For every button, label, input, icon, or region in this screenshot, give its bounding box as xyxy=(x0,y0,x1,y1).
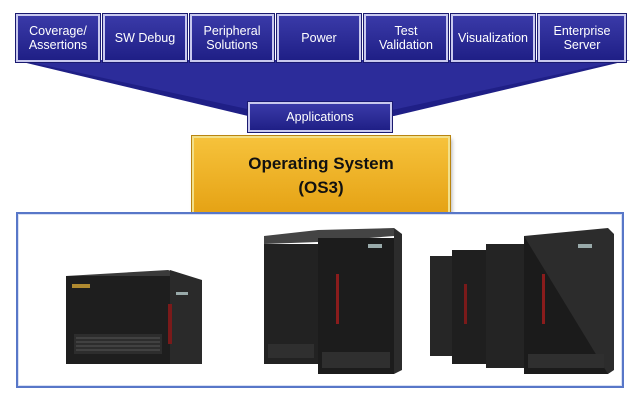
app-label-power: Power xyxy=(301,31,337,45)
app-label-test-validation: Test Validation xyxy=(379,24,433,52)
dual-cabinet-system xyxy=(264,228,402,374)
app-box-power: Power xyxy=(277,14,361,62)
app-label-sw-debug: SW Debug xyxy=(114,31,176,45)
app-box-peripheral-solutions: Peripheral Solutions xyxy=(190,14,274,62)
app-label-coverage-assertions: Coverage/ Assertions xyxy=(28,24,88,52)
app-box-enterprise-server: Enterprise Server xyxy=(538,14,626,62)
small-emulator-unit xyxy=(66,270,202,364)
applications-funnel xyxy=(14,60,630,116)
operating-system-box: Operating System (OS3) xyxy=(192,136,450,216)
applications-label: Applications xyxy=(286,110,354,124)
hardware-panel xyxy=(16,212,624,388)
app-label-peripheral-solutions: Peripheral Solutions xyxy=(203,24,261,52)
os-subtitle: (OS3) xyxy=(298,178,344,197)
app-label-enterprise-server: Enterprise Server xyxy=(553,24,611,52)
app-box-coverage-assertions: Coverage/ Assertions xyxy=(16,14,100,62)
app-box-test-validation: Test Validation xyxy=(364,14,448,62)
quad-cabinet-system xyxy=(430,228,614,374)
app-box-sw-debug: SW Debug xyxy=(103,14,187,62)
os-title: Operating System xyxy=(248,154,394,173)
app-label-visualization: Visualization xyxy=(458,31,528,45)
app-box-visualization: Visualization xyxy=(451,14,535,62)
applications-label-box: Applications xyxy=(248,102,392,132)
